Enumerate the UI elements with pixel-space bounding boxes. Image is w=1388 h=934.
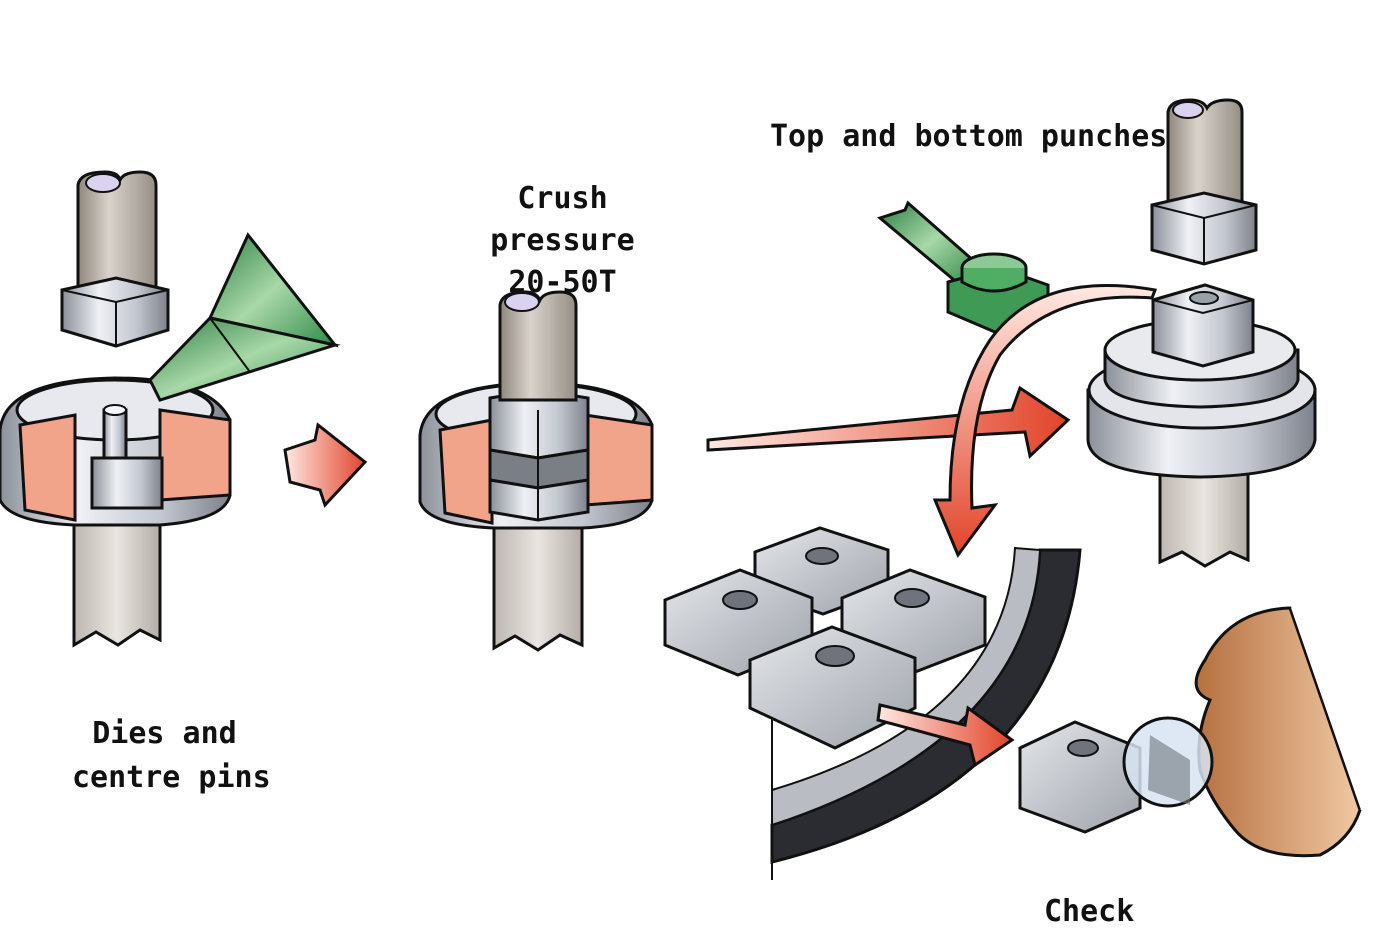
upper-punch <box>60 170 170 348</box>
dies-and-centre-pins-label: Dies and centre pins <box>72 712 271 800</box>
arrow-right-icon <box>283 422 368 508</box>
dies-label-line-2: centre pins <box>72 760 271 795</box>
dies-label-line-1: Dies and <box>92 716 237 751</box>
inspected-insert <box>1018 720 1142 834</box>
crush-label-line-1: Crush <box>517 181 608 216</box>
arrow-curved-icon <box>932 284 1158 559</box>
top-bottom-punches-label: Top and bottom punches <box>770 119 1168 154</box>
centre-pin <box>102 408 128 462</box>
die-section <box>158 408 232 502</box>
stage-1-die-filling <box>0 170 341 648</box>
crush-pressure-label: Crush pressure 20-50T <box>470 178 655 304</box>
stage-2-crush-pressure <box>418 290 654 652</box>
arrow-long-icon <box>706 385 1071 459</box>
stage-5-check <box>1018 600 1388 858</box>
stage-3-punches <box>876 98 1317 568</box>
stage-4-inserts-plate <box>663 526 1082 880</box>
insert <box>748 625 917 750</box>
arrow-check-icon <box>876 703 1015 768</box>
magnifier-icon <box>1122 716 1214 808</box>
funnel-icon <box>148 232 341 402</box>
crush-label-line-3: 20-50T <box>508 265 617 300</box>
check-label: Check <box>1044 894 1135 929</box>
lower-punch-stem-2 <box>492 513 584 652</box>
crush-label-line-2: pressure <box>490 223 635 258</box>
